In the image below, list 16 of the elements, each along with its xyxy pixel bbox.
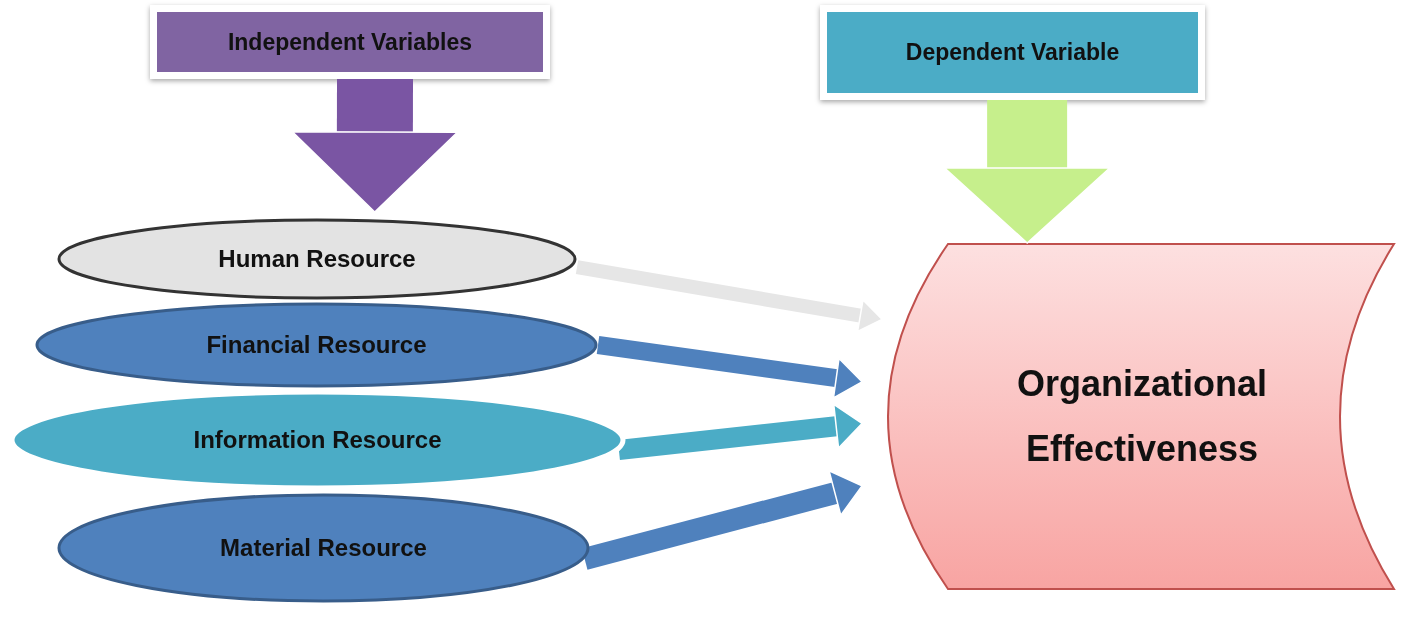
block-arrow	[943, 100, 1111, 244]
ellipse-node	[35, 302, 598, 388]
block-arrow	[617, 403, 863, 460]
block-arrow	[575, 260, 883, 333]
node-label: Financial Resource	[206, 331, 427, 359]
node-label: Organizational Effectiveness	[1016, 361, 1268, 471]
block-arrow	[291, 78, 459, 213]
ellipse-node	[57, 218, 577, 300]
node-label: Dependent Variable	[905, 39, 1120, 66]
node-label: Material Resource	[220, 534, 427, 562]
block-arrow	[596, 336, 863, 399]
curved-panel	[888, 243, 1396, 590]
node-label: Independent Variables	[227, 28, 473, 56]
node-label: Information Resource	[193, 426, 442, 454]
node-label: Human Resource	[218, 245, 416, 273]
ellipse-node	[57, 493, 590, 603]
